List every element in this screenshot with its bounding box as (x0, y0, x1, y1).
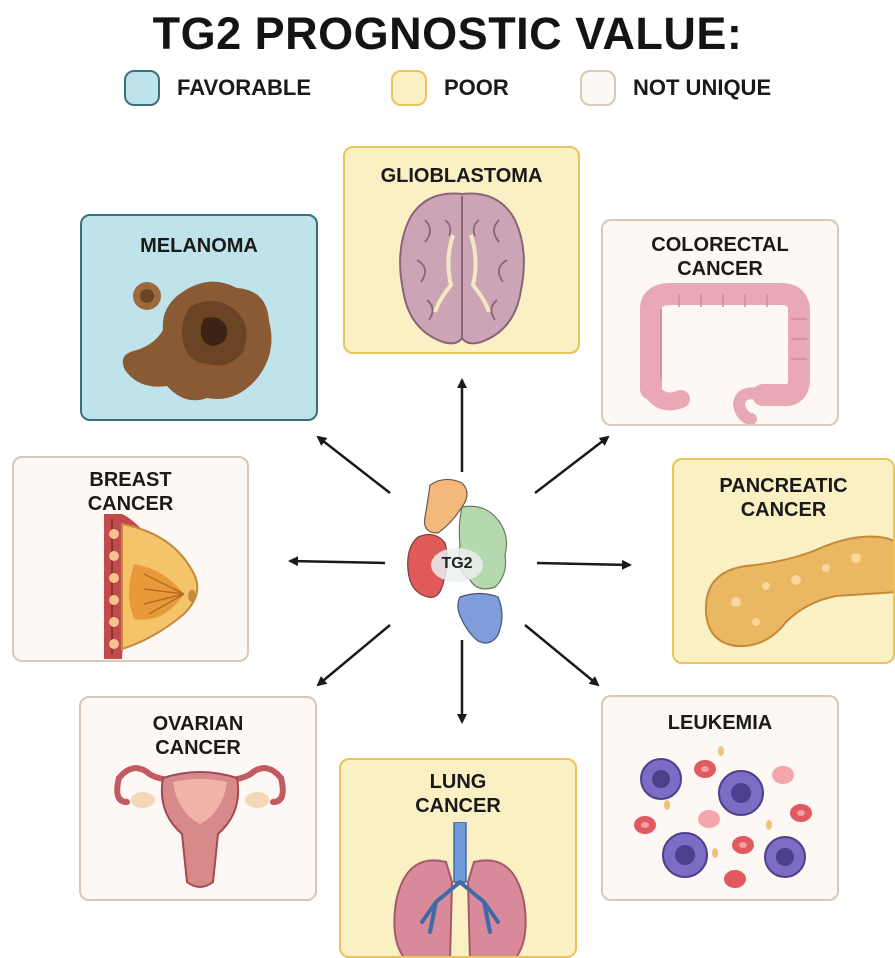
arrow-up-left (318, 437, 390, 493)
card-lung: LUNG CANCER (339, 758, 577, 958)
arrow-up-right (535, 437, 608, 493)
uterus-ovaries-icon (103, 762, 297, 898)
card-leukemia: LEUKEMIA (601, 695, 839, 901)
card-label-leukemia: LEUKEMIA (603, 711, 837, 735)
arrow-down-right (525, 625, 598, 685)
card-label-glioblastoma: GLIOBLASTOMA (345, 164, 578, 188)
card-label-colorectal: COLORECTAL CANCER (603, 233, 837, 281)
card-label-ovarian: OVARIAN CANCER (81, 712, 315, 760)
card-colorectal: COLORECTAL CANCER (601, 219, 839, 426)
colon-icon (631, 279, 816, 424)
card-pancreatic: PANCREATIC CANCER (672, 458, 895, 664)
card-label-breast: BREAST CANCER (14, 468, 247, 516)
pancreas-icon (696, 522, 895, 660)
card-breast: BREAST CANCER (12, 456, 249, 662)
card-label-melanoma: MELANOMA (82, 234, 316, 258)
tg2-label: TG2 (432, 555, 482, 573)
card-melanoma: MELANOMA (80, 214, 318, 421)
blood-cells-icon (623, 745, 823, 895)
card-label-pancreatic: PANCREATIC CANCER (674, 474, 893, 522)
card-ovarian: OVARIAN CANCER (79, 696, 317, 901)
card-glioblastoma: GLIOBLASTOMA (343, 146, 580, 354)
lungs-icon (386, 822, 534, 958)
arrow-down-left (318, 625, 390, 685)
arrow-left (290, 561, 385, 563)
brain-icon (395, 190, 530, 348)
melanoma-lesion-icon (107, 266, 297, 416)
card-label-lung: LUNG CANCER (341, 770, 575, 818)
breast-icon (74, 514, 224, 659)
arrow-right (537, 563, 630, 565)
